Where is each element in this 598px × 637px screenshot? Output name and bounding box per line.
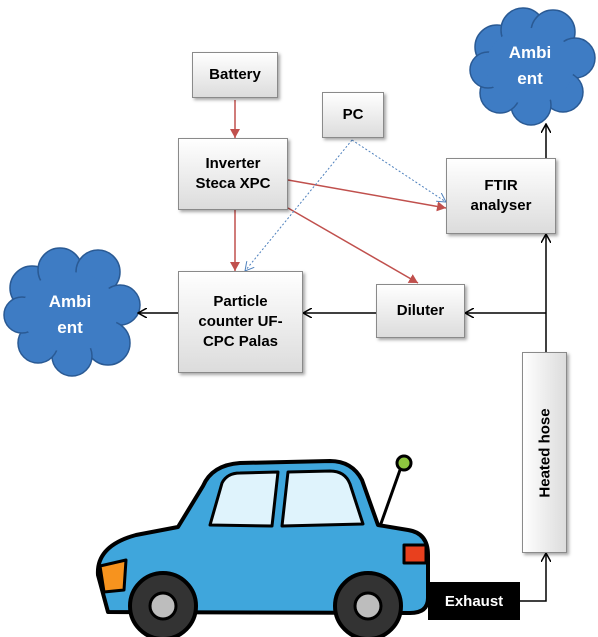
arrow-inverter-ftir xyxy=(287,179,447,212)
heated-hose-label: Heated hose xyxy=(536,407,553,498)
ftir-label: FTIR analyser xyxy=(470,177,532,214)
pc-label: PC xyxy=(342,106,364,123)
heated-hose-box: Heated hose xyxy=(522,352,567,553)
car-window-front xyxy=(208,470,280,528)
inverter-label: Inverter Steca XPC xyxy=(195,155,271,192)
ftir-box: FTIR analyser xyxy=(446,158,556,234)
pc-box: PC xyxy=(322,92,384,138)
exhaust-label: Exhaust xyxy=(428,582,520,620)
arrow-pc-ftir xyxy=(351,139,446,202)
diluter-label: Diluter xyxy=(396,302,445,319)
ambient-label-top-right: Ambi ent xyxy=(508,43,552,88)
inverter-box: Inverter Steca XPC xyxy=(178,138,288,210)
battery-label: Battery xyxy=(209,66,261,83)
car-antenna-tip xyxy=(395,454,413,472)
particle-counter-label: Particle counter UF- CPC Palas xyxy=(198,293,283,350)
car-window-rear xyxy=(280,469,365,528)
diluter-box: Diluter xyxy=(376,284,465,338)
arrow-exhaust-hose xyxy=(520,553,546,602)
ambient-label-left: Ambi ent xyxy=(48,292,92,337)
car-illustration xyxy=(95,454,430,637)
arrow-pc-particle xyxy=(245,139,353,271)
car-antenna xyxy=(376,469,402,533)
cloud-left xyxy=(3,247,141,377)
battery-box: Battery xyxy=(192,52,278,98)
car-headlight xyxy=(98,558,128,594)
car-taillight xyxy=(402,543,428,565)
cloud-top-right xyxy=(469,7,596,126)
arrow-inverter-diluter xyxy=(287,207,419,284)
particle-counter-box: Particle counter UF- CPC Palas xyxy=(178,271,303,373)
